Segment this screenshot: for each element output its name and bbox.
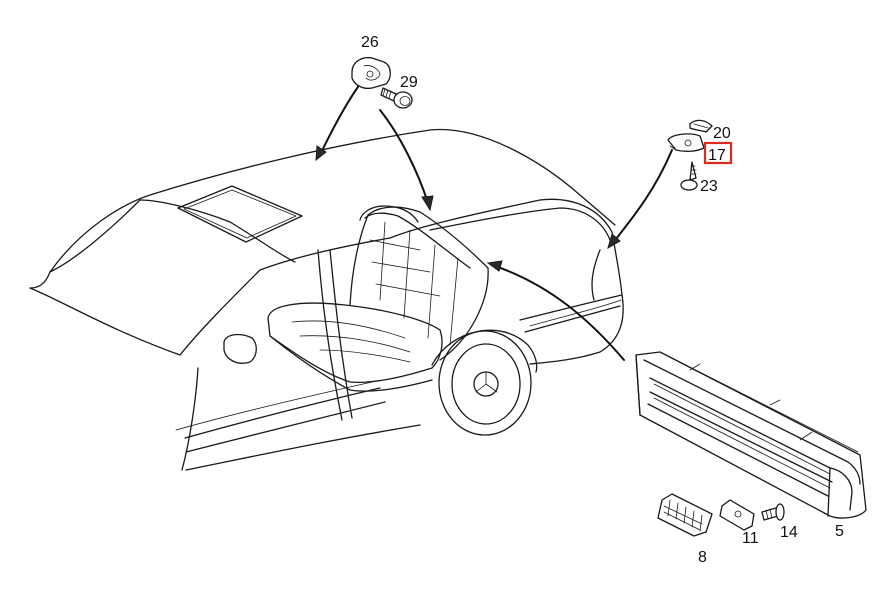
car-illustration	[29, 128, 624, 471]
part-8-grille[interactable]	[657, 493, 713, 537]
part-labels: 26 29 20 17 23 5 8 11 14	[361, 34, 844, 566]
leader-arrows	[315, 83, 673, 361]
part-20-clip[interactable]	[689, 119, 713, 133]
label-23[interactable]: 23	[700, 178, 718, 195]
label-17-highlight	[703, 141, 733, 165]
part-11-pad[interactable]	[719, 499, 755, 531]
label-26[interactable]: 26	[361, 34, 379, 51]
part-29-bolt[interactable]	[380, 87, 413, 109]
label-17[interactable]: 17	[708, 147, 726, 164]
label-11[interactable]: 11	[742, 530, 759, 547]
label-5[interactable]: 5	[835, 523, 844, 540]
label-8[interactable]: 8	[698, 549, 707, 566]
part-14-screw[interactable]	[761, 503, 785, 521]
part-26-bracket[interactable]	[351, 56, 391, 90]
part-23-screw[interactable]	[680, 161, 698, 191]
label-20[interactable]: 20	[713, 125, 731, 142]
part-17-holder[interactable]	[667, 133, 705, 152]
part-5-cassette[interactable]	[635, 351, 867, 519]
label-14[interactable]: 14	[780, 524, 798, 541]
label-29[interactable]: 29	[400, 74, 418, 91]
